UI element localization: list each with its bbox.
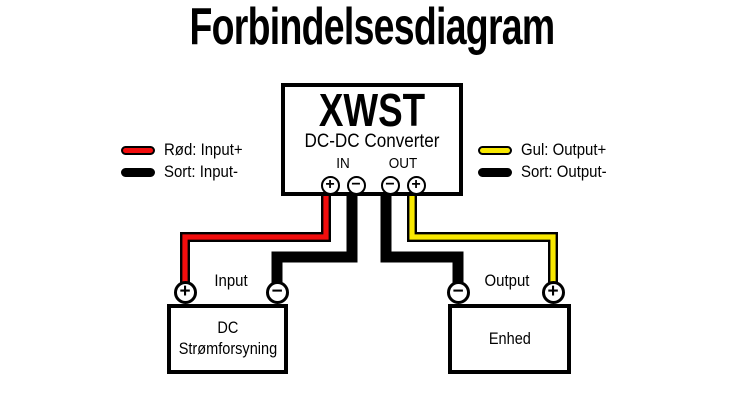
converter-in-plus-terminal: + bbox=[320, 175, 340, 195]
converter-out-plus-terminal: + bbox=[406, 175, 426, 195]
legend-item-black-input-minus: Sort: Input- bbox=[121, 161, 253, 183]
yellow-output-plus-wire bbox=[409, 192, 556, 285]
converter-in-minus-terminal: − bbox=[346, 175, 366, 195]
minus-terminal-icon: − bbox=[452, 281, 464, 302]
input-minus-terminal: − bbox=[265, 280, 289, 304]
input-label: Input bbox=[214, 271, 248, 290]
device-name-line: DC bbox=[217, 319, 238, 337]
legend-item-black-output-minus: Sort: Output- bbox=[478, 161, 618, 183]
red-wire-swatch-icon bbox=[121, 145, 155, 155]
output-minus-terminal: − bbox=[446, 280, 470, 304]
device-name-line: Strømforsyning bbox=[178, 340, 277, 358]
minus-terminal-icon: − bbox=[271, 281, 283, 302]
plus-terminal-icon: + bbox=[325, 175, 335, 193]
diagram-title: Forbindelsesdiagram bbox=[189, 0, 556, 56]
yellow-wire-swatch-icon bbox=[478, 145, 512, 155]
dc-power-supply-box: DC Strømforsyning bbox=[167, 304, 288, 374]
device-name-line: Enhed bbox=[488, 329, 531, 348]
plus-terminal-icon: + bbox=[547, 281, 559, 302]
black-wire-swatch-icon bbox=[121, 167, 155, 177]
red-input-plus-wire bbox=[182, 192, 329, 285]
legend-label: Sort: Output- bbox=[521, 162, 607, 181]
minus-terminal-icon: − bbox=[351, 175, 361, 193]
black-wire-swatch-icon bbox=[478, 167, 512, 177]
converter-subtitle: DC-DC Converter bbox=[304, 131, 440, 152]
input-wire-legend: Rød: Input+ Sort: Input- bbox=[121, 139, 253, 183]
input-plus-terminal: + bbox=[173, 280, 197, 304]
black-input-minus-wire bbox=[271, 192, 358, 285]
dc-converter-box: XWST DC-DC Converter IN OUT + − − + bbox=[281, 83, 463, 196]
output-wire-legend: Gul: Output+ Sort: Output- bbox=[478, 139, 618, 183]
minus-terminal-icon: − bbox=[385, 175, 395, 193]
output-label: Output bbox=[484, 271, 530, 290]
converter-in-label: IN bbox=[336, 155, 350, 172]
legend-label: Gul: Output+ bbox=[521, 140, 607, 159]
converter-out-label: OUT bbox=[388, 155, 418, 172]
output-plus-terminal: + bbox=[541, 280, 565, 304]
legend-item-yellow-output-plus: Gul: Output+ bbox=[478, 139, 618, 161]
legend-label: Rød: Input+ bbox=[164, 140, 243, 159]
plus-terminal-icon: + bbox=[179, 281, 191, 302]
legend-item-red-input-plus: Rød: Input+ bbox=[121, 139, 253, 161]
plus-terminal-icon: + bbox=[411, 175, 421, 193]
converter-model: XWST bbox=[318, 84, 426, 136]
legend-label: Sort: Input- bbox=[164, 162, 239, 181]
black-output-minus-wire bbox=[380, 192, 464, 285]
output-device-box: Enhed bbox=[448, 304, 571, 374]
converter-out-minus-terminal: − bbox=[380, 175, 400, 195]
